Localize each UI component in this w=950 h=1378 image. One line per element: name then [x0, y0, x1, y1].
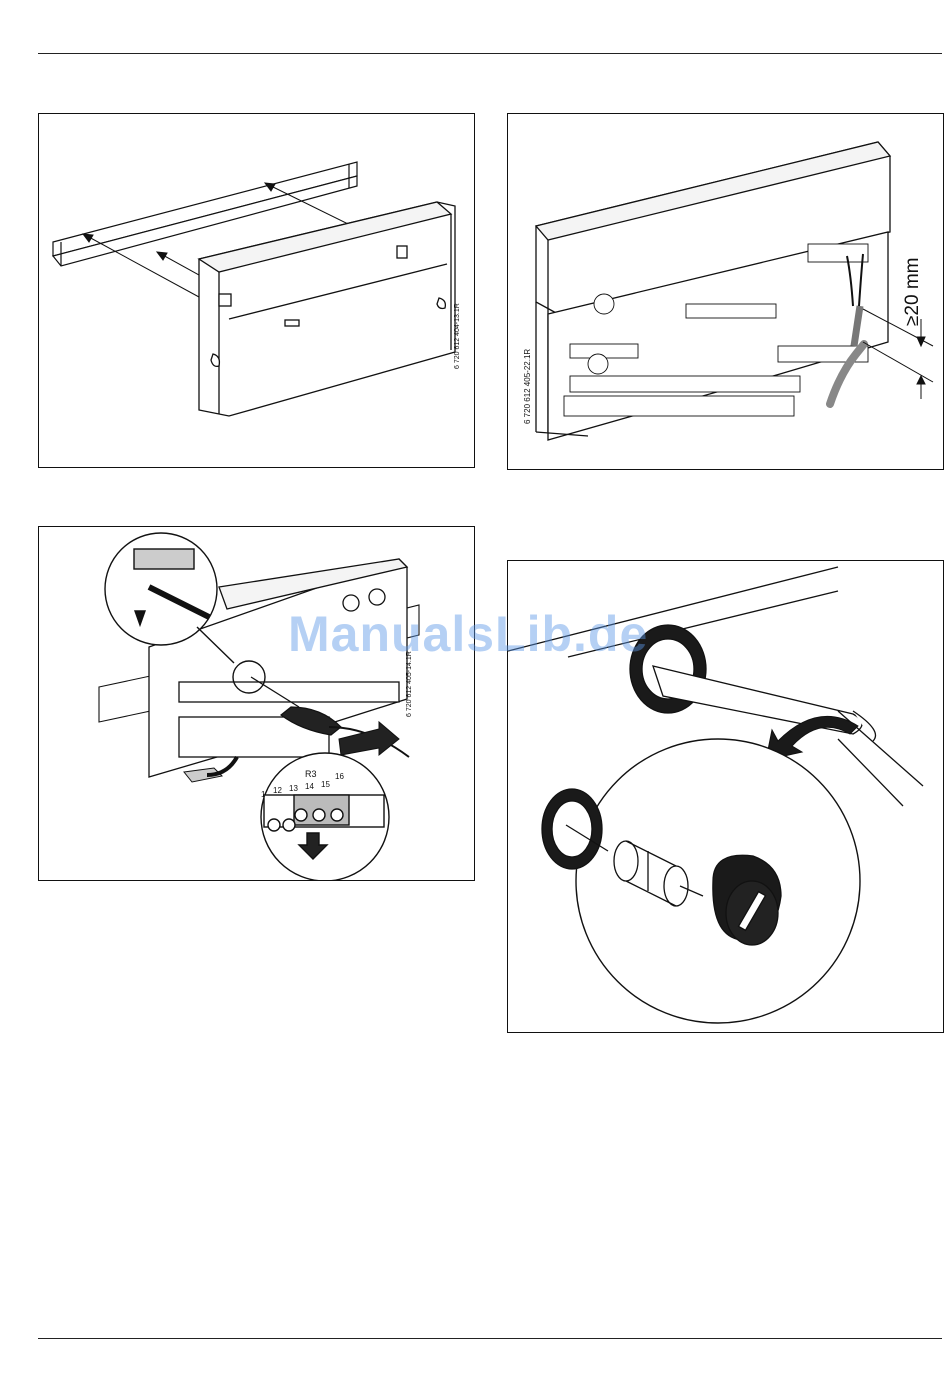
- relay-label: R3: [305, 769, 317, 779]
- watermark: ManualsLib.de: [288, 605, 648, 663]
- figure-terminal-release: R3 1 12 13 14 15 16 6 720 612 405-14.1R: [38, 526, 475, 881]
- controller-housing: [199, 202, 455, 416]
- cable-strip-illustration: ≥20 mm 6 720 612 405-22.1R: [508, 114, 944, 470]
- terminal-release-illustration: R3 1 12 13 14 15 16 6 720 612 405-14.1R: [39, 527, 475, 881]
- detail-circle-top: [105, 533, 234, 663]
- part-number-2: 6 720 612 405-22.1R: [523, 349, 532, 424]
- figure-cable-strip: ≥20 mm 6 720 612 405-22.1R: [507, 113, 944, 470]
- rail-mount-illustration: 6 720 612 404-13.1R: [39, 114, 475, 468]
- terminal-number-12: 12: [273, 786, 282, 795]
- figure-rail-mount: 6 720 612 404-13.1R: [38, 113, 475, 468]
- header-rule: [38, 53, 942, 54]
- terminal-number-1: 1: [261, 790, 266, 799]
- terminal-number-14: 14: [305, 782, 314, 791]
- terminal-number-15: 15: [321, 780, 330, 789]
- part-number-1: 6 720 612 404-13.1R: [454, 303, 461, 369]
- strip-dimension: ≥20 mm: [902, 258, 923, 327]
- detail-circle-bottom: [261, 753, 389, 881]
- footer-rule: [38, 1338, 942, 1339]
- terminal-number-16: 16: [335, 772, 344, 781]
- push-arrow: [339, 722, 399, 755]
- terminal-number-13: 13: [289, 784, 298, 793]
